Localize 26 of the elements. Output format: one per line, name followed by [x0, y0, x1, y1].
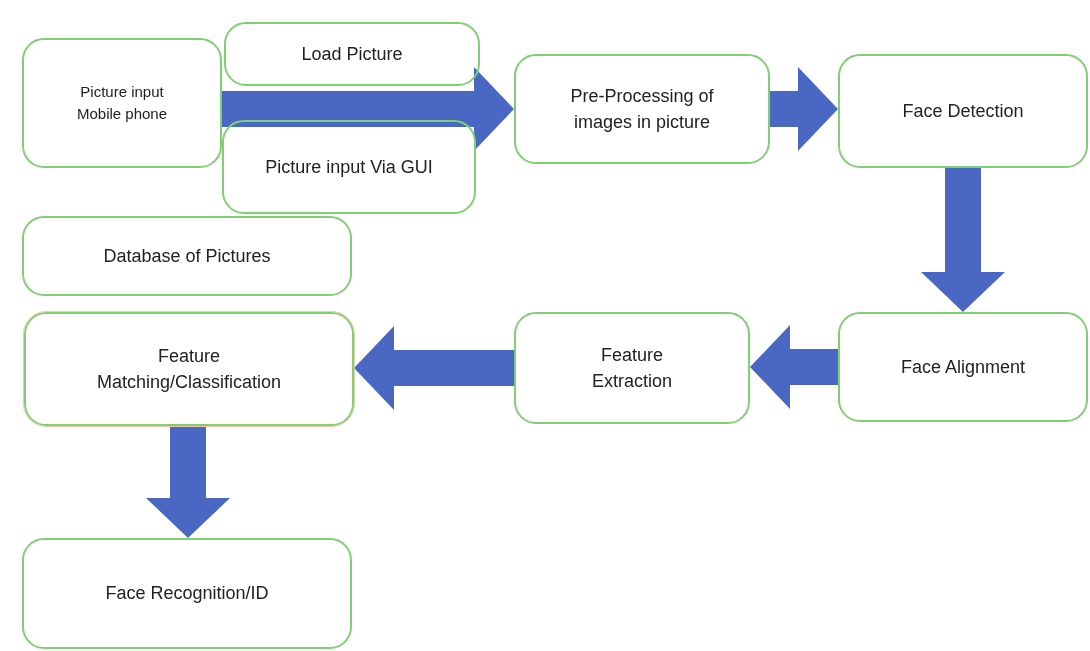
block-arrow — [146, 426, 230, 538]
process-box — [22, 216, 352, 296]
box-label: Picture input Via GUI — [265, 155, 433, 179]
block-arrow — [770, 67, 838, 151]
block-arrow — [222, 67, 514, 151]
box-label: Feature Matching/Classification — [95, 344, 283, 394]
process-box — [838, 312, 1088, 422]
box-label: Database of Pictures — [103, 244, 271, 268]
process-box — [514, 54, 770, 164]
box-label: Pre-Processing of images in picture — [569, 84, 715, 134]
block-arrow — [354, 326, 514, 410]
process-box — [224, 22, 480, 86]
block-arrow — [921, 168, 1005, 312]
block-arrow — [750, 325, 838, 409]
box-label: Face Recognition/ID — [105, 582, 269, 606]
box-label: Face Detection — [902, 99, 1024, 123]
box-label: Picture input Mobile phone — [75, 82, 169, 124]
box-label: Feature Extraction — [590, 343, 673, 393]
box-label: Load Picture — [301, 42, 403, 66]
process-box — [222, 120, 476, 214]
process-box — [22, 538, 352, 649]
process-box — [22, 38, 222, 168]
process-box — [514, 312, 750, 424]
process-box — [24, 312, 354, 426]
box-label: Face Alignment — [900, 355, 1026, 379]
process-box — [838, 54, 1088, 168]
